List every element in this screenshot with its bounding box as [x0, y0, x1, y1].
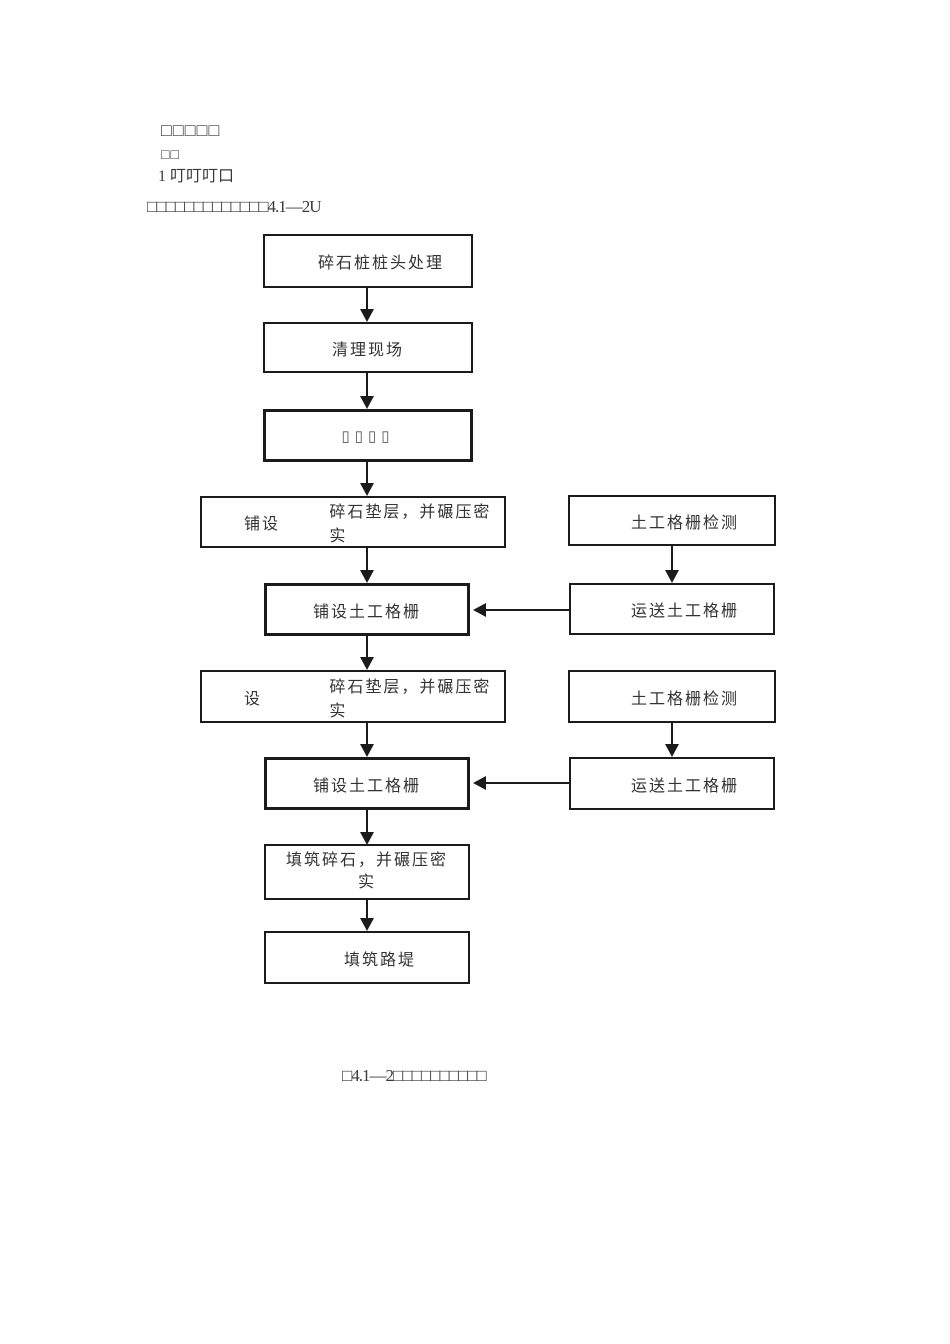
flow-node-label: 填筑路堤	[343, 951, 416, 969]
figure-caption: □4.1—2□□□□□□□□□□	[342, 1066, 487, 1085]
flow-node-lay-geogrid-1: 铺设土工格栅	[264, 583, 470, 636]
flow-node-geogrid-inspection-2: 土工格栅检测	[568, 670, 776, 723]
flow-node-label: 铺设土工格栅	[312, 777, 421, 795]
arrow-head-n8-n9	[360, 918, 374, 931]
flow-node-fill-gravel-compact: 填筑碎石，并碾压密 实	[264, 844, 470, 900]
arrow-head-n6a-n7a	[360, 744, 374, 757]
arrow-line-n7b-n7a	[485, 782, 569, 784]
arrow-head-n1-n2	[360, 309, 374, 322]
arrow-head-n7b-n7a	[473, 776, 486, 790]
header-placeholder-line-2: □□	[161, 146, 180, 162]
flow-node-label-line1: 填筑碎石，并碾压密	[285, 852, 448, 869]
arrow-head-n6b-n7b	[665, 744, 679, 757]
flow-node-label-seg2: 碎石垫层，并碾压密实	[329, 504, 492, 545]
flow-node-transport-geogrid-2: 运送土工格栅	[569, 757, 775, 810]
flow-node-label: 碎石桩桩头处理	[317, 255, 444, 272]
flow-node-label-seg2: 碎石垫层，并碾压密实	[329, 678, 492, 720]
flow-node-label: 铺设土工格栅	[312, 603, 421, 621]
arrow-line-n8-n9	[366, 900, 368, 919]
flow-node-label-line2: 实	[357, 874, 376, 891]
flow-node-fill-embankment: 填筑路堤	[264, 931, 470, 984]
arrow-line-n6b-n7b	[671, 723, 673, 745]
arrow-line-n4b-n5b	[671, 546, 673, 570]
arrow-line-n3-n4	[366, 462, 368, 484]
flow-node-transport-geogrid-1: 运送土工格栅	[569, 583, 775, 635]
arrow-head-n7a-n8	[360, 832, 374, 845]
header-placeholder-line-1: □□□□□	[161, 120, 221, 140]
flow-node-placeholder-glyphs: ▯▯▯▯	[341, 427, 395, 445]
flow-node-pile-head-treatment: 碎石桩桩头处理	[263, 234, 473, 288]
arrow-head-n5a-n6a	[360, 657, 374, 670]
arrow-line-n6a-n7a	[366, 723, 368, 745]
header-placeholder-line-3: 1 叮叮叮口	[158, 168, 235, 185]
arrow-line-n5a-n6a	[366, 636, 368, 658]
flow-node-clear-site: 清理现场	[263, 322, 473, 373]
arrow-head-n5b-n5a	[473, 603, 486, 617]
arrow-head-n2-n3	[360, 396, 374, 409]
arrow-line-n5b-n5a	[485, 609, 569, 611]
arrow-head-n4b-n5b	[665, 570, 679, 583]
flow-node-lay-gravel-cushion-2: 设 碎石垫层，并碾压密实	[200, 670, 506, 723]
arrow-line-n2-n3	[366, 373, 368, 397]
header-figure-reference-line: □□□□□□□□□□□□□4.1—2U	[147, 197, 322, 216]
flow-node-label: 运送土工格栅	[630, 603, 739, 620]
flow-node-label: 土工格栅检测	[630, 514, 739, 532]
flow-node-lay-geogrid-2: 铺设土工格栅	[264, 757, 470, 810]
flow-node-label: 运送土工格栅	[630, 777, 739, 795]
flow-node-geogrid-inspection-1: 土工格栅检测	[568, 495, 776, 546]
flow-node-label: 土工格栅检测	[630, 690, 739, 708]
flow-node-label-seg1: 铺设	[244, 516, 281, 533]
arrow-line-n4a-n5a	[366, 548, 368, 571]
flow-node-lay-gravel-cushion-1: 铺设 碎石垫层，并碾压密实	[200, 496, 506, 548]
flow-node-label-seg1: 设	[244, 690, 263, 708]
arrow-line-n7a-n8	[366, 810, 368, 833]
arrow-line-n1-n2	[366, 288, 368, 311]
flow-node-label: 清理现场	[331, 341, 404, 359]
flow-node-placeholder: ▯▯▯▯	[263, 409, 473, 462]
arrow-head-n3-n4	[360, 483, 374, 496]
arrow-head-n4a-n5a	[360, 570, 374, 583]
